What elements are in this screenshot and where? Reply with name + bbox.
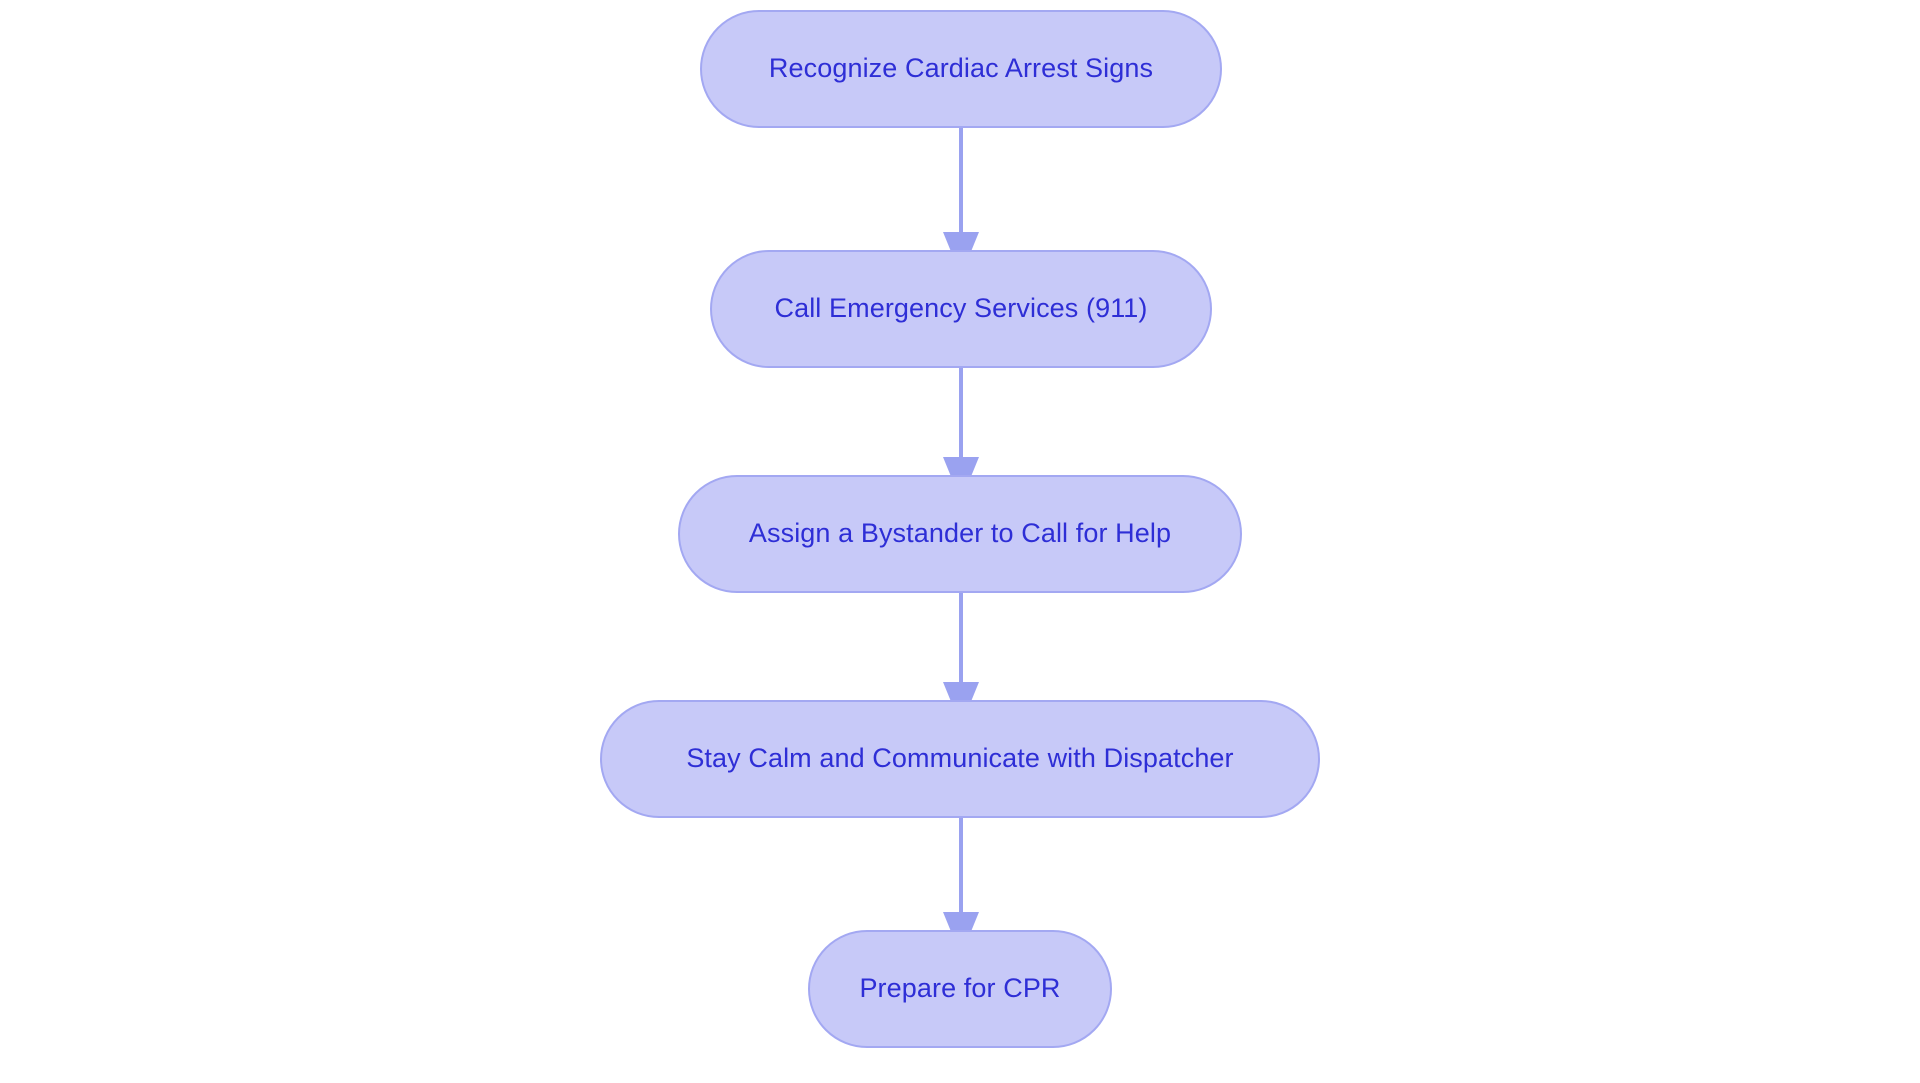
flow-node-recognize-cardiac-arrest-signs[interactable]: Recognize Cardiac Arrest Signs: [700, 10, 1222, 128]
flow-node-label: Call Emergency Services (911): [774, 293, 1148, 324]
flow-node-stay-calm-communicate[interactable]: Stay Calm and Communicate with Dispatche…: [600, 700, 1320, 818]
flow-node-label: Stay Calm and Communicate with Dispatche…: [686, 743, 1234, 774]
flow-node-label: Prepare for CPR: [859, 973, 1061, 1004]
flow-node-assign-bystander[interactable]: Assign a Bystander to Call for Help: [678, 475, 1242, 593]
flow-node-prepare-for-cpr[interactable]: Prepare for CPR: [808, 930, 1112, 1048]
flow-node-call-emergency-services[interactable]: Call Emergency Services (911): [710, 250, 1212, 368]
flow-node-label: Recognize Cardiac Arrest Signs: [768, 53, 1154, 84]
flow-node-label: Assign a Bystander to Call for Help: [748, 518, 1172, 549]
